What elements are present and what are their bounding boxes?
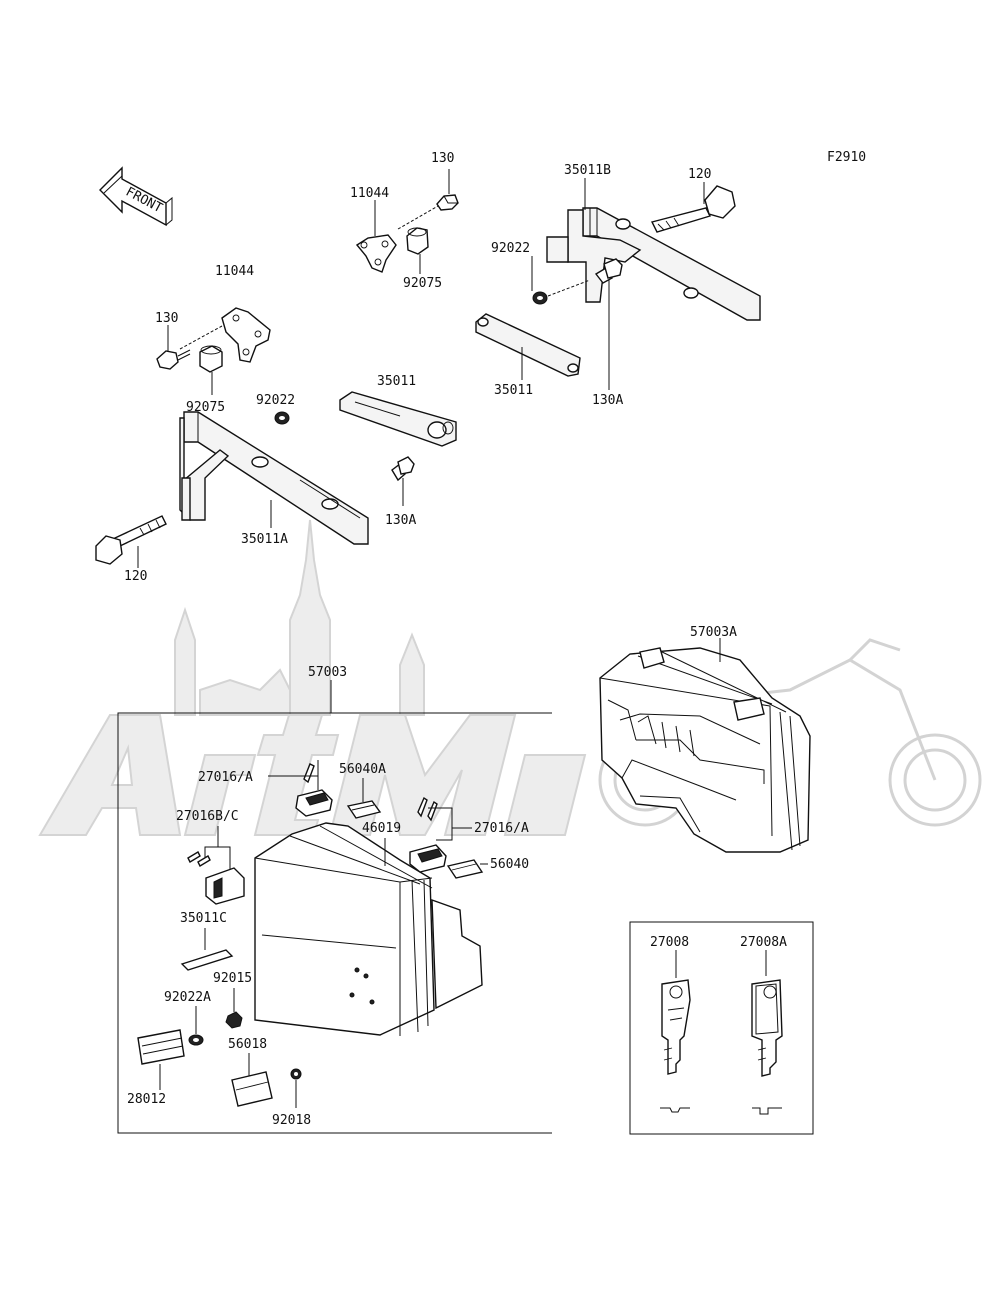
washer-92022A (188, 1034, 204, 1046)
label-56040: 56040 (490, 857, 529, 872)
saddlebag-case (254, 822, 483, 1036)
damper-92075-left (199, 345, 223, 373)
figure-code: F2910 (827, 150, 866, 165)
washer-92022-top (532, 291, 548, 305)
label-28012: 28012 (127, 1092, 166, 1107)
stay-35011-right (475, 313, 581, 377)
strap-35011C (180, 949, 234, 971)
label-130-top: 130 (431, 151, 454, 166)
watermark (38, 519, 982, 836)
label-46019: 46019 (362, 821, 401, 836)
label-92015: 92015 (213, 971, 252, 986)
guard-bar-35011A (179, 411, 369, 545)
nut-92015 (225, 1011, 243, 1029)
label-56040A: 56040A (339, 762, 386, 777)
label-92018: 92018 (272, 1113, 311, 1128)
label-27016BC: 27016B/C (176, 809, 239, 824)
damper-92075-upper (406, 227, 429, 255)
label-35011A: 35011A (241, 532, 288, 547)
bolt-130-left (156, 349, 191, 370)
latch-27016BC (187, 851, 245, 905)
label-92022-left: 92022 (256, 393, 295, 408)
guard-bar-35011B (546, 207, 761, 321)
label-92022-top: 92022 (491, 241, 530, 256)
bolt-130A-right (594, 258, 623, 284)
label-130A-right: 130A (592, 393, 623, 408)
label-11044-left: 11044 (215, 264, 254, 279)
mount-bracket-left (221, 307, 271, 363)
label-11044-top: 11044 (350, 186, 389, 201)
nut-92018 (290, 1068, 302, 1080)
label-27016A-1: 27016/A (198, 770, 253, 785)
label-35011-right: 35011 (494, 383, 533, 398)
plate-56040A (346, 800, 382, 819)
label-92022A: 92022A (164, 990, 211, 1005)
label-57003A: 57003A (690, 625, 737, 640)
bolt-120-top (650, 185, 736, 233)
label-27008A: 27008A (740, 935, 787, 950)
key-box (629, 921, 814, 1135)
label-92075-left: 92075 (186, 400, 225, 415)
label-35011C: 35011C (180, 911, 227, 926)
plate-56040 (446, 859, 484, 879)
washer-92022-left (274, 411, 290, 425)
bolt-130A-mid (391, 456, 415, 482)
label-35011-mid: 35011 (377, 374, 416, 389)
stay-35011-mid (339, 391, 457, 447)
key-27008 (660, 979, 691, 1113)
label-130A-mid: 130A (385, 513, 416, 528)
label-plate-56018 (231, 1071, 273, 1107)
saddlebag-case-57003A (599, 647, 811, 853)
assembly-frame-57003 (117, 680, 552, 1134)
label-56018: 56018 (228, 1037, 267, 1052)
label-35011B: 35011B (564, 163, 611, 178)
label-27008: 27008 (650, 935, 689, 950)
latch-27016A-upper (295, 763, 333, 817)
key-27008A (751, 979, 783, 1115)
bolt-130-upper (397, 194, 459, 230)
reflector-28012 (137, 1029, 185, 1065)
label-120-left: 120 (124, 569, 147, 584)
label-57003: 57003 (308, 665, 347, 680)
mount-bracket-upper (355, 234, 397, 273)
label-130-left: 130 (155, 311, 178, 326)
label-27016A-2: 27016/A (474, 821, 529, 836)
latch-27016A-lower (409, 796, 447, 873)
bolt-120-left (95, 515, 167, 565)
front-arrow-icon: FRONT (99, 166, 173, 227)
label-92075-top: 92075 (403, 276, 442, 291)
label-120-top: 120 (688, 167, 711, 182)
